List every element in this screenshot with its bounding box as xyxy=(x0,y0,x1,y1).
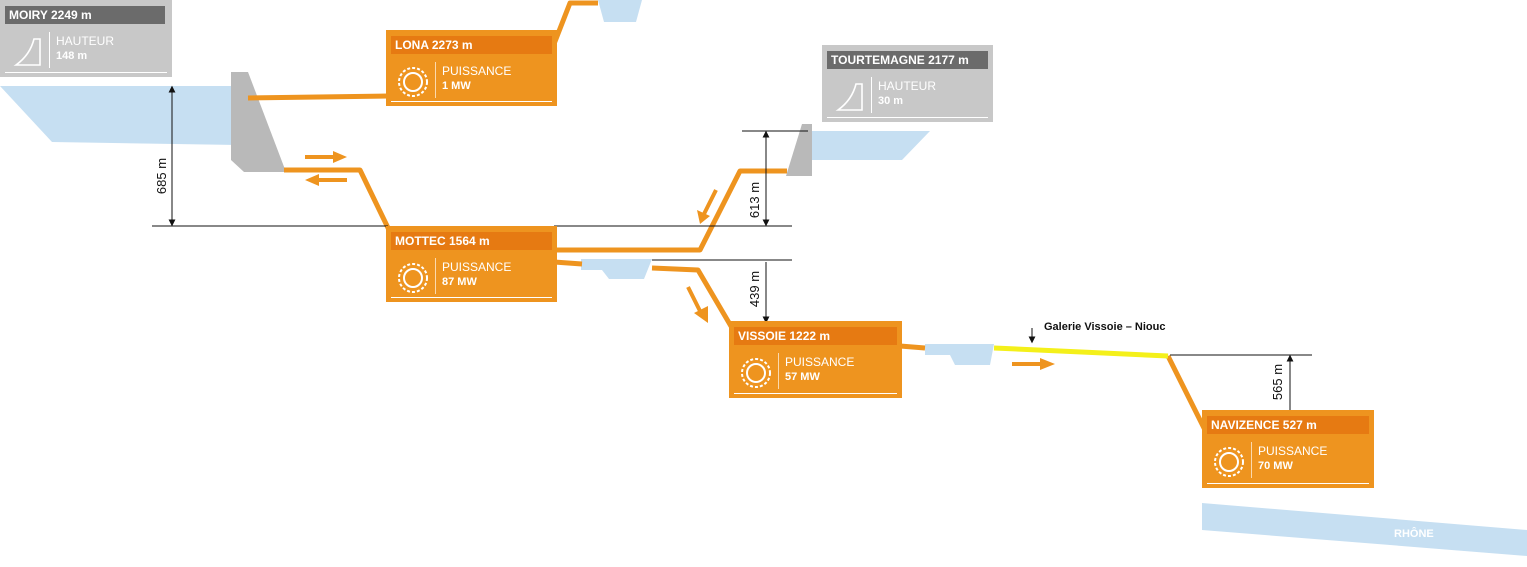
dam-height-value: 30 m xyxy=(878,95,904,107)
plant-title: NAVIZENCE 527 m xyxy=(1207,416,1369,434)
plant-power-label: PUISSANCE xyxy=(442,260,512,274)
flow-arrow-gallery xyxy=(1012,358,1055,370)
plant-power-value: 70 MW xyxy=(1258,460,1293,472)
pipe-basin-vissoie xyxy=(651,265,738,335)
dam-separator xyxy=(49,32,50,68)
flow-arrow-to-moiry xyxy=(305,174,347,186)
lona-reservoir xyxy=(598,0,642,22)
dam-height-label: HAUTEUR xyxy=(56,34,115,48)
dam-separator xyxy=(871,77,872,113)
dam-title: MOIRY 2249 m xyxy=(5,6,165,24)
height-label-565: 565 m xyxy=(1270,364,1285,400)
plant-power-value: 57 MW xyxy=(785,371,820,383)
plant-power-value: 1 MW xyxy=(442,80,471,92)
gallery-label: Galerie Vissoie – Niouc xyxy=(1044,321,1165,333)
dam-icon xyxy=(835,83,863,111)
height-label-613: 613 m xyxy=(747,182,762,218)
pipe-moiry-mottec xyxy=(284,167,393,234)
plant-power-label: PUISSANCE xyxy=(785,355,855,369)
turbine-icon xyxy=(1214,447,1244,477)
dam-card-moiry: MOIRY 2249 m HAUTEUR 148 m xyxy=(0,0,172,77)
rhone-river xyxy=(1202,503,1527,556)
plant-card-lona: LONA 2273 m PUISSANCE 1 MW xyxy=(386,30,557,106)
turbine-icon xyxy=(398,263,428,293)
gallery-vissoie-niouc xyxy=(993,345,1169,359)
plant-rule xyxy=(391,297,552,298)
plant-separator xyxy=(778,353,779,389)
plant-card-vissoie: VISSOIE 1222 m PUISSANCE 57 MW xyxy=(729,321,902,398)
plant-separator xyxy=(435,258,436,294)
dam-title: TOURTEMAGNE 2177 m xyxy=(827,51,988,69)
plant-title: VISSOIE 1222 m xyxy=(734,327,897,345)
dam-rule xyxy=(5,72,167,73)
river-label: RHÔNE xyxy=(1394,527,1434,540)
flow-arrow-to-mottec xyxy=(305,151,347,163)
pipe-mottec-basin xyxy=(553,259,583,267)
moiry-dam xyxy=(231,72,286,172)
plant-rule xyxy=(734,393,897,394)
plant-card-navizence: NAVIZENCE 527 m PUISSANCE 70 MW xyxy=(1202,410,1374,488)
plant-title: MOTTEC 1564 m xyxy=(391,232,552,250)
dam-card-tourtemagne: TOURTEMAGNE 2177 m HAUTEUR 30 m xyxy=(822,45,993,122)
dam-height-value: 148 m xyxy=(56,50,88,62)
moiry-reservoir xyxy=(0,86,238,145)
vissoie-basin xyxy=(925,344,994,365)
plant-separator xyxy=(435,62,436,98)
height-label-685: 685 m xyxy=(154,158,169,194)
plant-power-label: PUISSANCE xyxy=(442,64,512,78)
height-label-439: 439 m xyxy=(747,271,762,307)
plant-separator xyxy=(1251,442,1252,478)
dam-rule xyxy=(827,117,988,118)
dam-icon xyxy=(13,38,41,66)
plant-rule xyxy=(391,101,552,102)
pipe-navizence-inflow xyxy=(1165,354,1209,434)
plant-power-value: 87 MW xyxy=(442,276,477,288)
plant-card-mottec: MOTTEC 1564 m PUISSANCE 87 MW xyxy=(386,226,557,302)
plant-rule xyxy=(1207,483,1369,484)
plant-title: LONA 2273 m xyxy=(391,36,552,54)
flow-arrow-to-vissoie xyxy=(686,286,708,323)
turbine-icon xyxy=(741,358,771,388)
tourtemagne-dam xyxy=(786,124,812,176)
flow-arrow-from-tourtemagne xyxy=(697,189,718,224)
turbine-icon xyxy=(398,67,428,97)
dam-height-label: HAUTEUR xyxy=(878,79,937,93)
tourtemagne-reservoir xyxy=(808,131,930,160)
pipe-lona-reservoir xyxy=(551,0,598,45)
pipe-moiry-lona xyxy=(247,93,389,101)
mottec-basin xyxy=(581,259,652,279)
plant-power-label: PUISSANCE xyxy=(1258,444,1328,458)
pipe-vissoie-basin xyxy=(899,343,926,351)
